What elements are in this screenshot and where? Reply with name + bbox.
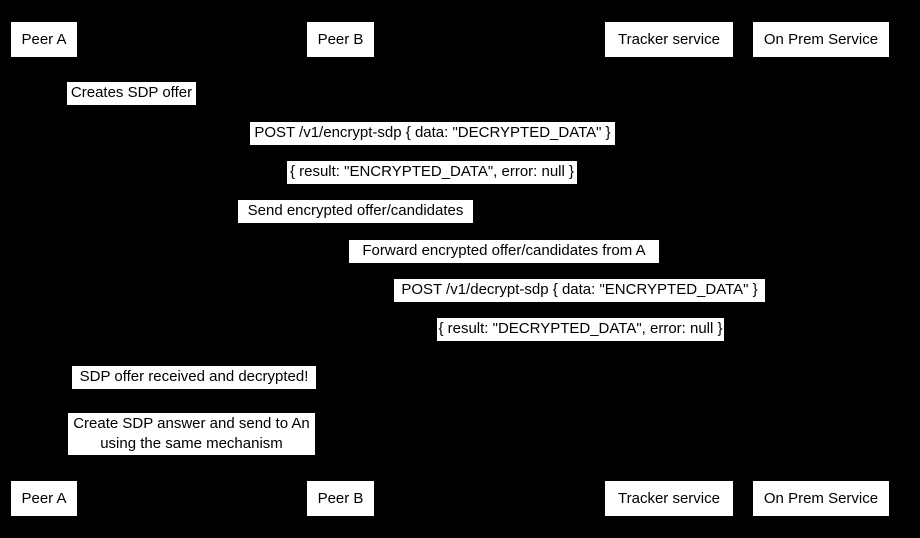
participant-footer-peer-a: Peer A	[11, 481, 77, 516]
participant-footer-tracker-service: Tracker service	[605, 481, 733, 516]
message-label-result-decrypted-data-error-null: { result: "DECRYPTED_DATA", error: null …	[437, 318, 724, 341]
message-label-create-sdp-answer-and-send-to-an-using-the-same-: Create SDP answer and send to An using t…	[68, 413, 315, 455]
message-label-post-v1-encrypt-sdp-data-decrypted-data: POST /v1/encrypt-sdp { data: "DECRYPTED_…	[250, 122, 615, 145]
message-label-send-encrypted-offer-candidates: Send encrypted offer/candidates	[238, 200, 473, 223]
participant-footer-on-prem-service: On Prem Service	[753, 481, 889, 516]
participant-header-on-prem-service: On Prem Service	[753, 22, 889, 57]
message-label-result-encrypted-data-error-null: { result: "ENCRYPTED_DATA", error: null …	[287, 161, 577, 184]
participant-footer-peer-b: Peer B	[307, 481, 374, 516]
message-label-creates-sdp-offer: Creates SDP offer	[67, 82, 196, 105]
message-label-forward-encrypted-offer-candidates-from-a: Forward encrypted offer/candidates from …	[349, 240, 659, 263]
participant-header-peer-b: Peer B	[307, 22, 374, 57]
participant-header-peer-a: Peer A	[11, 22, 77, 57]
participant-header-tracker-service: Tracker service	[605, 22, 733, 57]
message-label-sdp-offer-received-and-decrypted: SDP offer received and decrypted!	[72, 366, 316, 389]
message-label-post-v1-decrypt-sdp-data-encrypted-data: POST /v1/decrypt-sdp { data: "ENCRYPTED_…	[394, 279, 765, 302]
